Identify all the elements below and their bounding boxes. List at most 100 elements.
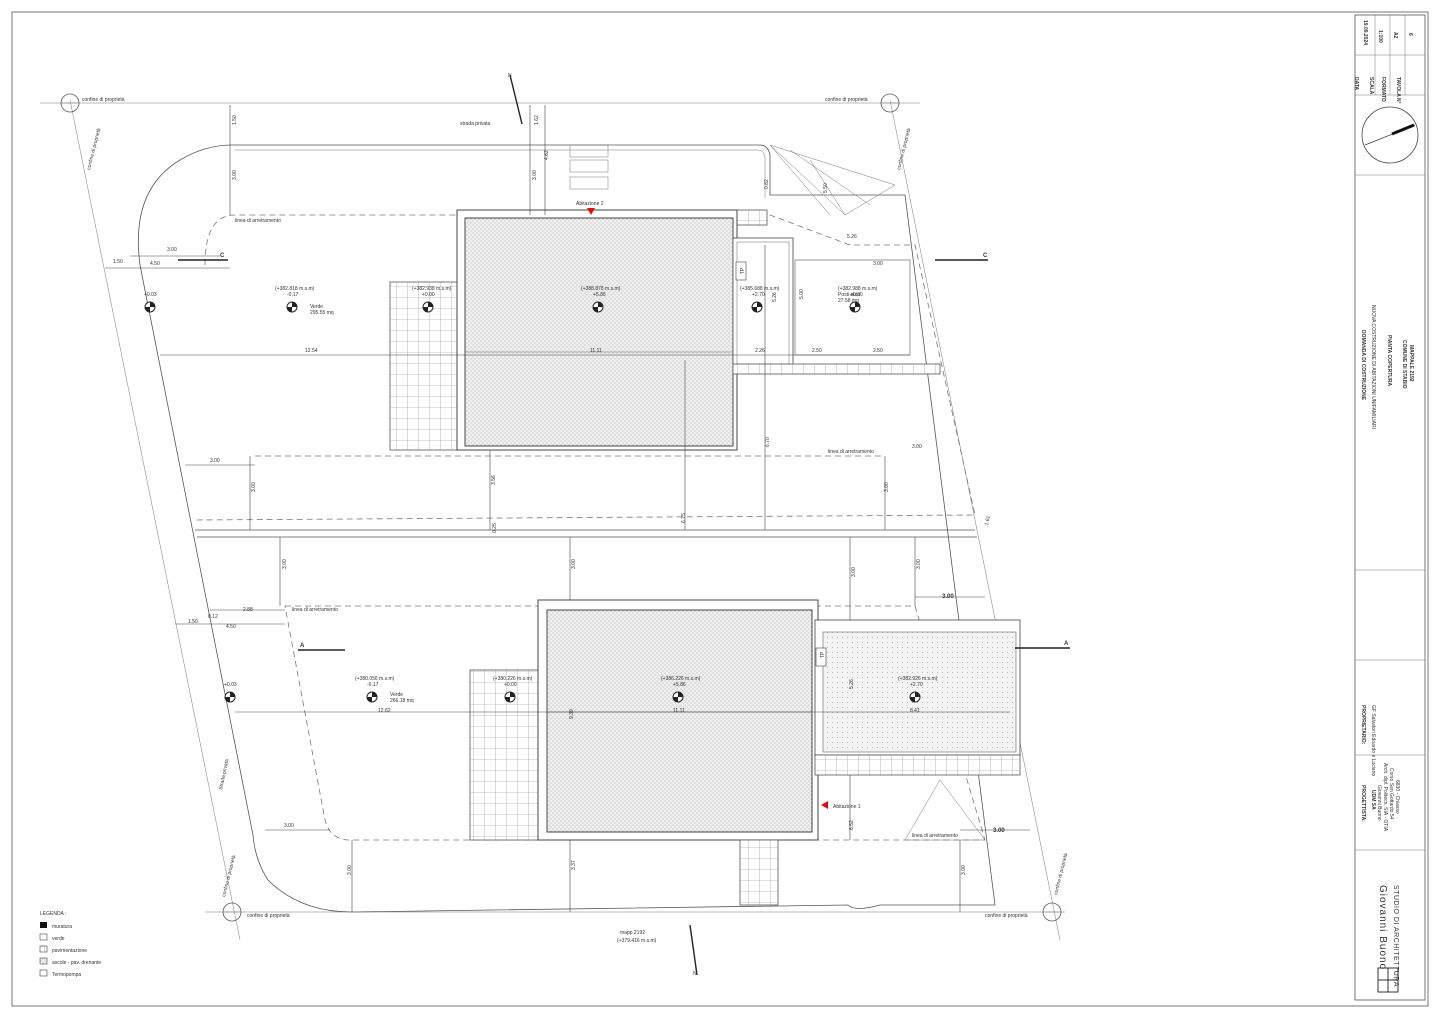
legend-swatch-muratura xyxy=(40,922,47,928)
elevation-text: (+382.938 m.s.m) xyxy=(412,286,452,292)
svg-text:3.00: 3.00 xyxy=(232,170,238,180)
svg-text:12.82: 12.82 xyxy=(378,708,391,714)
north-label: N xyxy=(693,971,697,977)
street-label-side: Strada privata xyxy=(218,759,230,791)
designer-line: Corso San Gottardo 54 xyxy=(1388,768,1394,820)
confine-label: confine di proprietà xyxy=(221,855,237,898)
svg-text:3.00: 3.00 xyxy=(210,458,220,464)
svg-text:6.52: 6.52 xyxy=(849,820,855,830)
elevation-text: +2.70 xyxy=(910,682,923,688)
elevation-text: +0.03 xyxy=(224,682,237,688)
legend-item: ascole - pav. drenante xyxy=(52,960,101,966)
svg-text:3.00: 3.00 xyxy=(532,170,538,180)
svg-text:0.82: 0.82 xyxy=(764,179,770,189)
elevation-text: +0.00 xyxy=(504,682,517,688)
svg-text:3.00: 3.00 xyxy=(282,559,288,569)
data-label: DATA xyxy=(1353,77,1359,91)
elevation-text: (+382.926 m.s.m) xyxy=(898,676,938,682)
svg-text:3.00: 3.00 xyxy=(251,482,257,492)
comune-label: COMUNE DI STABIO xyxy=(1401,340,1407,389)
street-label: strada privata xyxy=(460,121,491,127)
svg-text:3.00: 3.00 xyxy=(916,559,922,569)
svg-text:2.50: 2.50 xyxy=(812,348,822,354)
svg-text:3.00: 3.00 xyxy=(942,594,954,600)
scala-value: 1:100 xyxy=(1377,30,1383,43)
confine-label: confine di proprietà xyxy=(86,128,102,171)
roof-annex-house-1 xyxy=(822,631,1017,753)
abitazione-1-marker xyxy=(821,801,828,809)
green-area-value: 266.18 mq xyxy=(390,698,414,704)
mappale-elevation: (+379.416 m.s.m) xyxy=(617,938,657,944)
elevation-text: (+382.988 m.s.m) xyxy=(838,286,878,292)
svg-text:11.11: 11.11 xyxy=(673,708,685,714)
svg-text:3.00: 3.00 xyxy=(993,828,1005,834)
entrance-steps xyxy=(739,839,779,906)
svg-text:4.62: 4.62 xyxy=(544,150,550,160)
dimension-texts: 1.50 1.62 4.62 3.00 3.00 0.82 5.50 1.50 … xyxy=(113,115,1005,875)
setback-line-upper xyxy=(194,214,976,521)
studio-brand-subtitle: STUDIO DI ARCHITETTURA xyxy=(1392,885,1399,987)
abitazione-2-label: Abitazione 2 xyxy=(576,201,604,207)
svg-text:3.00: 3.00 xyxy=(571,559,577,569)
svg-text:5.00: 5.00 xyxy=(799,289,805,299)
svg-text:3.00: 3.00 xyxy=(284,823,294,829)
svg-text:3.00: 3.00 xyxy=(884,482,890,492)
elevation-text: -0.17 xyxy=(287,292,299,298)
parking-label: Posti auto xyxy=(838,292,860,298)
section-c-label: C xyxy=(220,253,225,259)
confine-label: confine di proprietà xyxy=(896,128,912,171)
sheet-border xyxy=(11,11,1429,1007)
owner-label: PROPRIETARIO: xyxy=(1360,705,1366,745)
svg-text:1.62: 1.62 xyxy=(534,115,540,125)
svg-text:3.37: 3.37 xyxy=(571,860,577,870)
svg-text:9.39: 9.39 xyxy=(569,709,575,719)
section-a-label: A xyxy=(1064,641,1069,647)
legend-item: Termopompa xyxy=(52,972,81,978)
legend-swatch-pavimentazione xyxy=(39,945,48,953)
svg-text:3.00: 3.00 xyxy=(912,444,922,450)
elevation-text: (+382.818 m.s.m) xyxy=(275,286,315,292)
legend-swatch-verde xyxy=(39,933,48,941)
confine-label: confine di proprietà xyxy=(985,913,1028,919)
svg-text:12.54: 12.54 xyxy=(305,348,318,354)
svg-text:8.41: 8.41 xyxy=(910,708,920,714)
svg-text:1.50: 1.50 xyxy=(188,619,198,625)
title-block: DATA 19.09.2024 SCALA 1:100 FORMATO A2 T… xyxy=(1353,14,1426,1001)
designer-line: Arch. dipl. Politecn. SIA - OTIA xyxy=(1382,763,1388,832)
mappale-label: mapp 2192 xyxy=(620,930,645,936)
abitazione-1-label: Abitazione 1 xyxy=(833,804,861,810)
legend-title: LEGENDA : xyxy=(40,911,66,917)
setback-label: linea di arretramento xyxy=(912,833,958,839)
svg-text:0.12: 0.12 xyxy=(208,614,218,620)
heat-pump-label: TP xyxy=(820,651,826,658)
confine-label: confine di proprietà xyxy=(1053,853,1069,896)
mappale-title: MAPPALE 2192 xyxy=(1408,345,1414,382)
svg-text:3.00: 3.00 xyxy=(347,865,353,875)
elevation-text: (+380.056 m.s.m) xyxy=(355,676,395,682)
svg-text:0.25: 0.25 xyxy=(492,523,498,533)
svg-text:3.00: 3.00 xyxy=(873,261,883,267)
elevation-text: (+385.688 m.s.m) xyxy=(740,286,780,292)
svg-text:6.75: 6.75 xyxy=(681,513,687,523)
svg-text:1.61: 1.61 xyxy=(984,515,992,526)
designer-line: Giovanni Buono xyxy=(1376,785,1382,821)
heat-pump-unit-lower xyxy=(815,647,827,667)
project-title: DOMANDA DI COSTRUZIONE xyxy=(1360,330,1366,401)
svg-text:3.00: 3.00 xyxy=(851,567,857,577)
elevation-text: +5.86 xyxy=(593,292,606,298)
heat-pump-label: TP xyxy=(740,267,746,274)
elevation-marker xyxy=(144,301,921,703)
svg-text:3.00: 3.00 xyxy=(167,247,177,253)
green-area-label: Verde xyxy=(310,304,323,310)
legend-item: verde xyxy=(52,936,65,942)
parking-value: 27.58 mq xyxy=(838,298,859,304)
setback-label: linea di arretramento xyxy=(828,449,874,455)
tavola-value: 6 xyxy=(1407,33,1413,36)
legend-swatch-termopompa xyxy=(39,969,48,977)
section-c-label: C xyxy=(983,253,988,259)
setback-label: linea di arretramento xyxy=(292,607,338,613)
svg-text:2.50: 2.50 xyxy=(873,348,883,354)
formato-value: A2 xyxy=(1392,32,1398,39)
